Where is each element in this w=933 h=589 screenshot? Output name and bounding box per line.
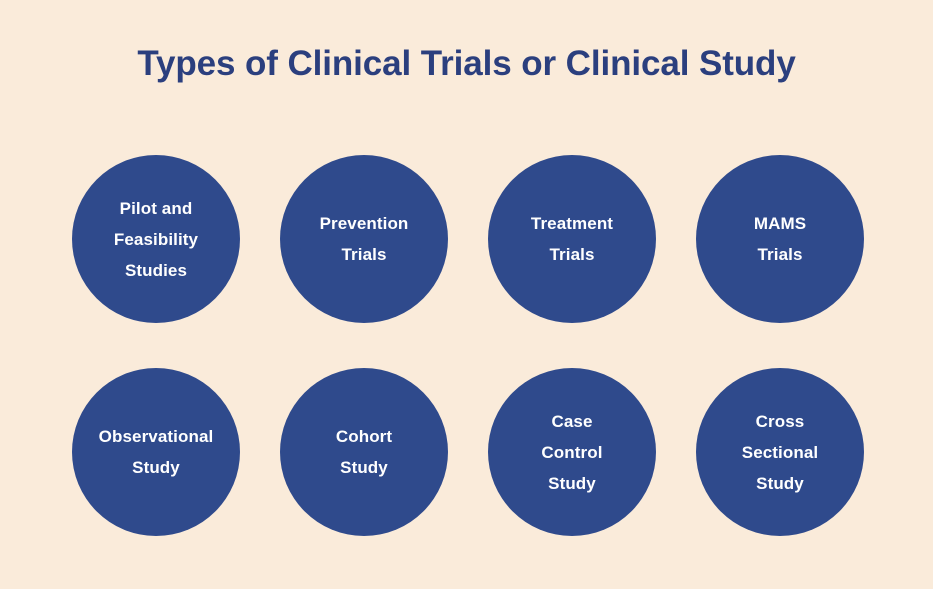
circle-mams-trials[interactable]: MAMS Trials: [696, 155, 864, 323]
circle-label: Cross Sectional Study: [741, 411, 819, 493]
circle-prevention-trials[interactable]: Prevention Trials: [280, 155, 448, 323]
circle-label: Observational Study: [98, 427, 214, 477]
circle-cross-sectional-study[interactable]: Cross Sectional Study: [696, 368, 864, 536]
circle-treatment-trials[interactable]: Treatment Trials: [488, 155, 656, 323]
circle-cohort-study[interactable]: Cohort Study: [280, 368, 448, 536]
page-title: Types of Clinical Trials or Clinical Stu…: [137, 44, 796, 83]
circle-label: MAMS Trials: [753, 214, 807, 264]
circle-label: Cohort Study: [335, 427, 393, 477]
circle-label: Pilot and Feasibility Studies: [113, 198, 199, 280]
circle-label: Case Control Study: [541, 411, 603, 493]
circle-label: Prevention Trials: [319, 214, 409, 264]
circle-observational-study[interactable]: Observational Study: [72, 368, 240, 536]
circle-label: Treatment Trials: [530, 214, 614, 264]
circle-pilot-and-feasibility-studies[interactable]: Pilot and Feasibility Studies: [72, 155, 240, 323]
circle-case-control-study[interactable]: Case Control Study: [488, 368, 656, 536]
trial-types-grid: Pilot and Feasibility Studies Prevention…: [72, 155, 864, 536]
